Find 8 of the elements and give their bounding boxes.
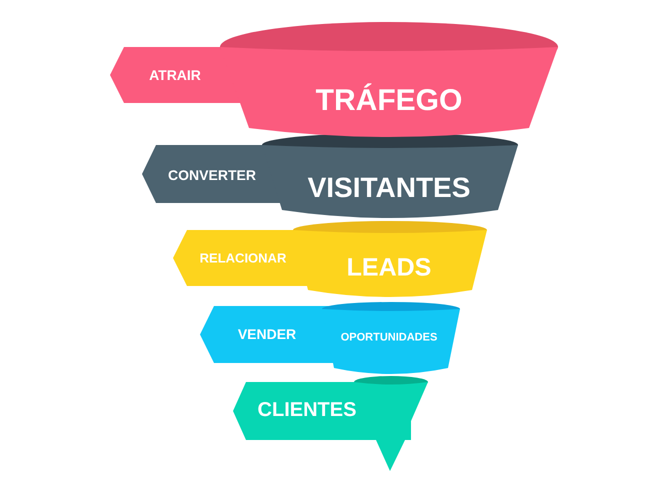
action-label: ATRAIR [149, 68, 201, 82]
action-label: VENDER [238, 327, 296, 341]
stage-label: LEADS [346, 256, 432, 280]
action-label: RELACIONAR [200, 252, 286, 264]
stage-label: OPORTUNIDADES [340, 332, 438, 344]
stage-label: VISITANTES [308, 174, 470, 202]
action-label: CONVERTER [168, 168, 256, 182]
stage-label: CLIENTES [258, 400, 356, 420]
